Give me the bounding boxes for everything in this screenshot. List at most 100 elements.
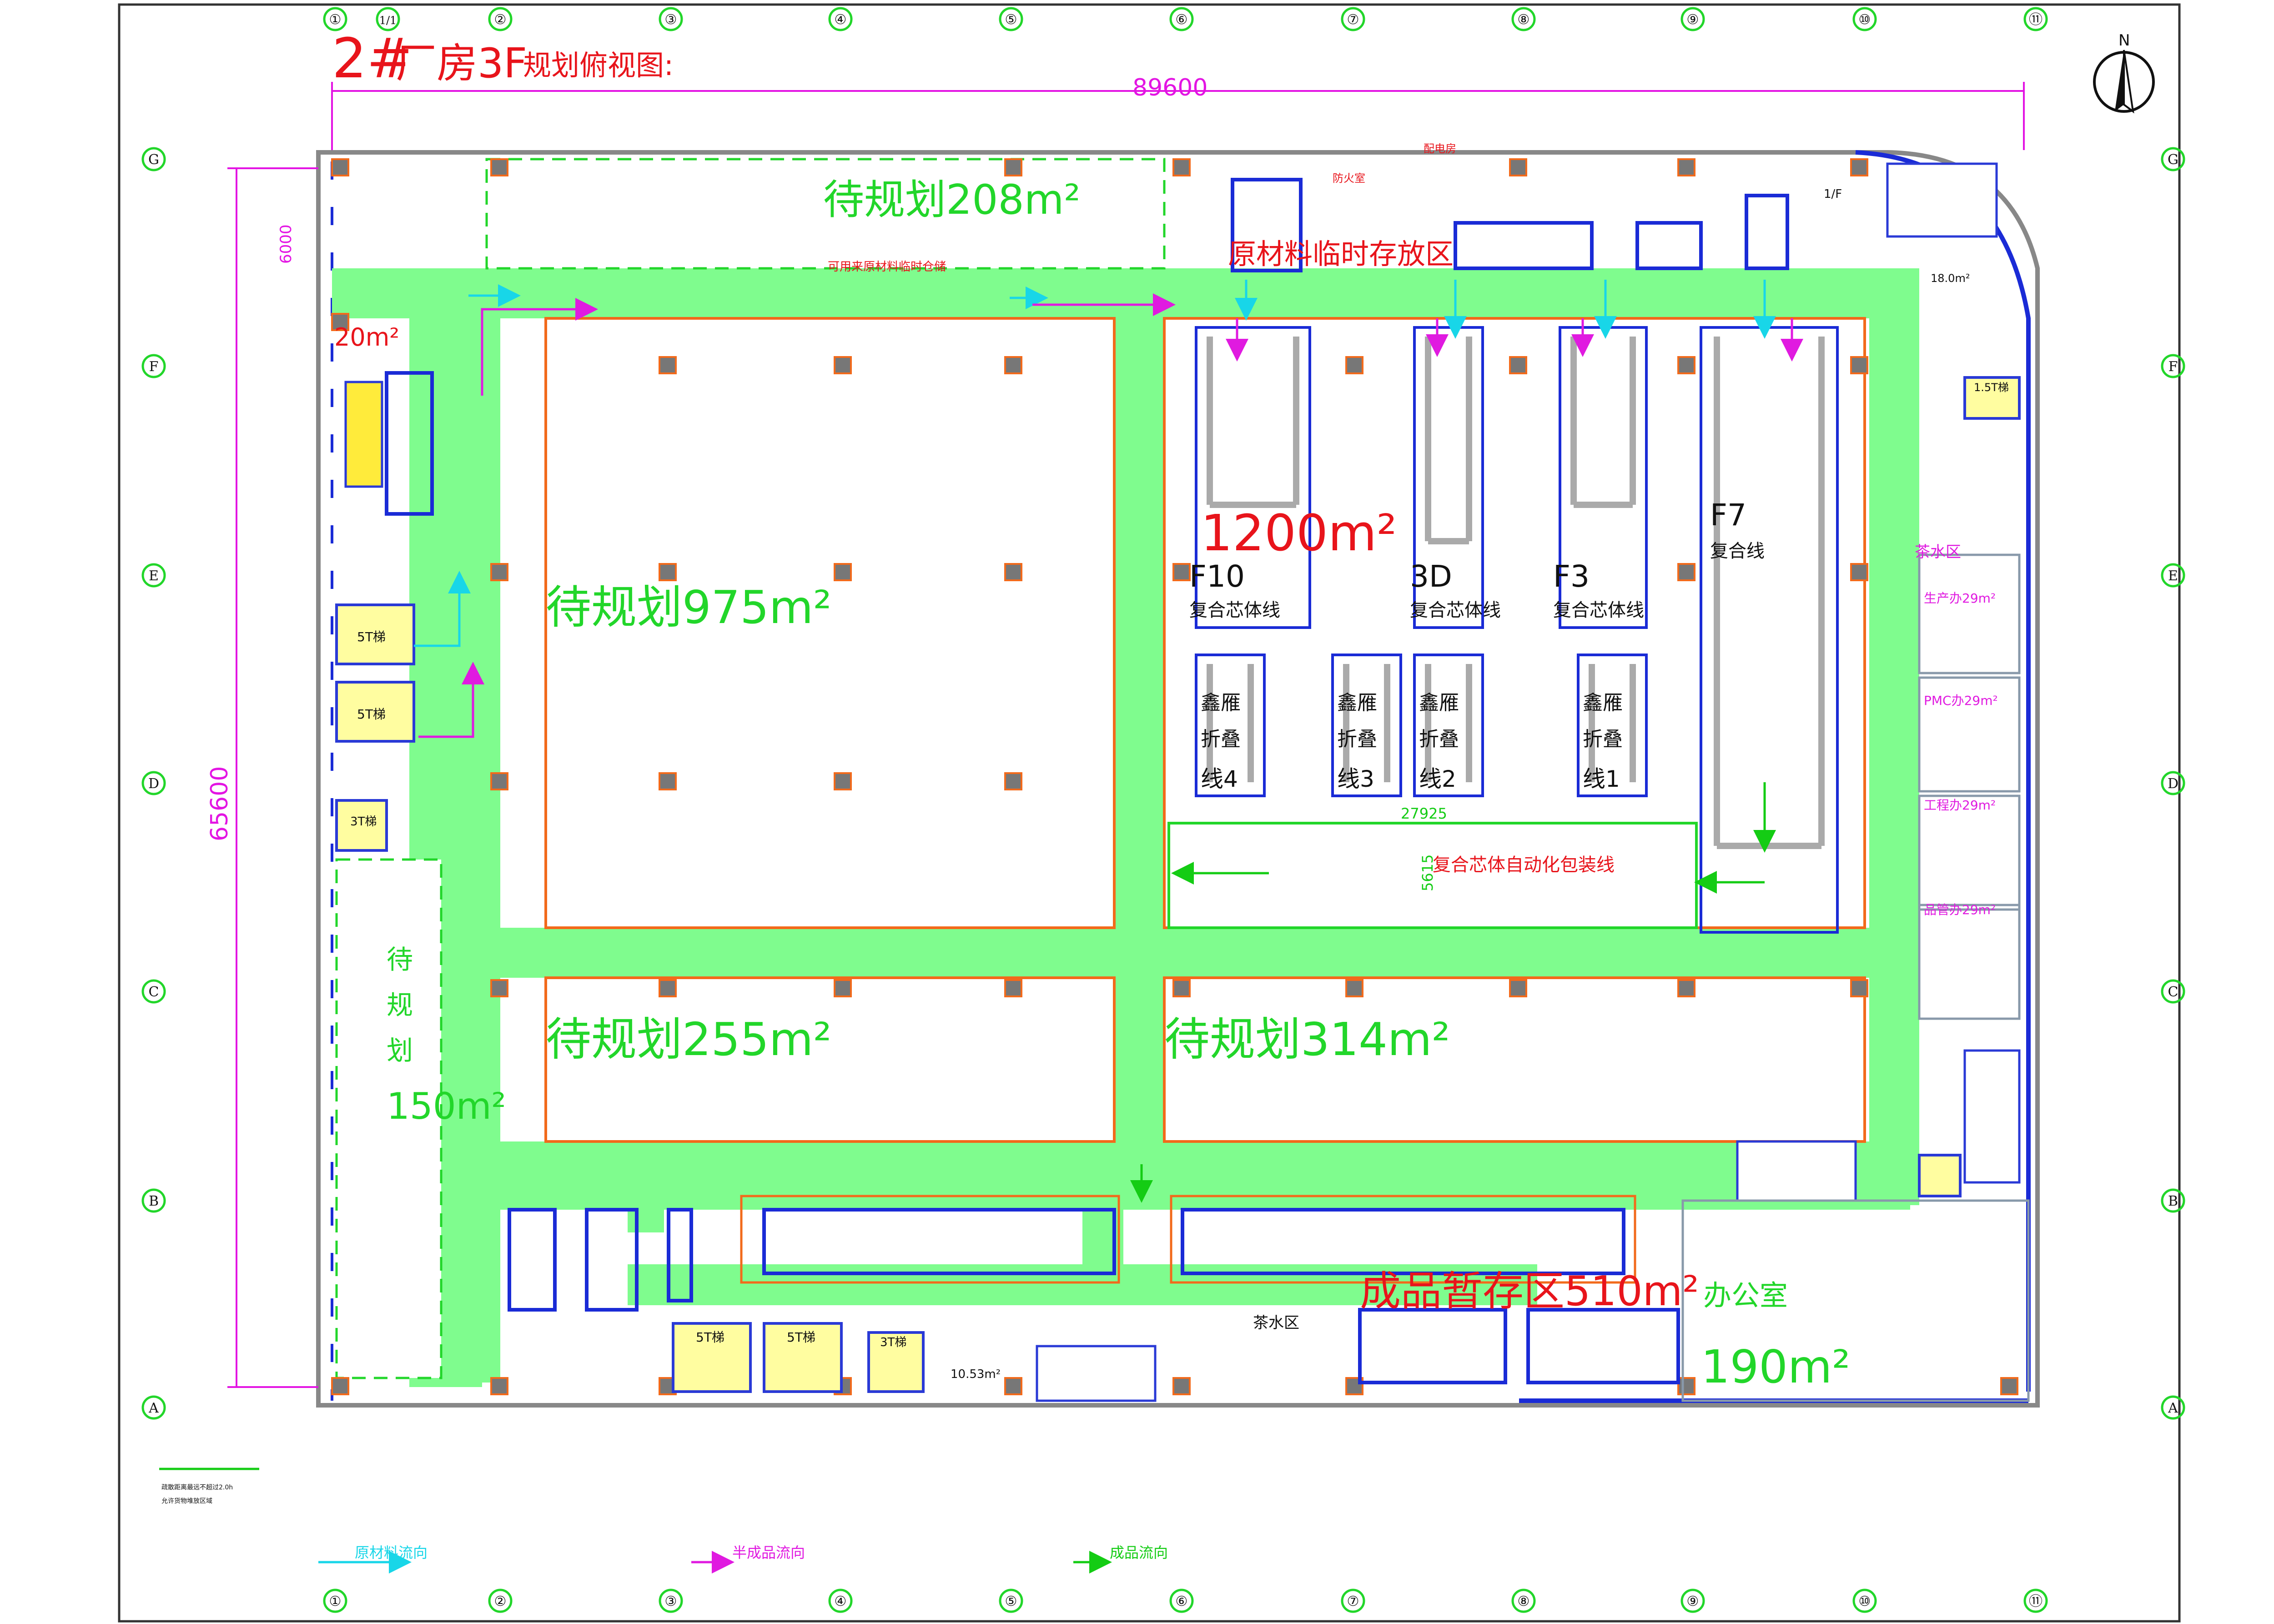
- zone-314-label: 待规划314m²: [1164, 1013, 1450, 1066]
- title-suffix: 规划俯视图:: [523, 49, 674, 82]
- row-b-right: B: [2168, 1193, 2178, 1209]
- legend-note2: 允许货物堆放区域: [161, 1497, 212, 1505]
- lift3t-1: 3T梯: [350, 815, 377, 829]
- tea-area-1: 茶水区: [1915, 543, 1961, 561]
- legend-raw: 原材料流向: [355, 1544, 428, 1561]
- zone-150-c: 划: [387, 1035, 413, 1066]
- legend-finished: 成品流向: [1110, 1544, 1168, 1561]
- colb-4: ④: [835, 1594, 847, 1609]
- eng-office: 工程办29m²: [1924, 798, 1996, 813]
- production-lines: [1195, 326, 1839, 934]
- colb-2: ②: [494, 1594, 507, 1609]
- fold2-c: 线2: [1419, 766, 1456, 792]
- lift5t-2: 5T梯: [357, 707, 386, 722]
- room-18: 18.0m²: [1931, 272, 1970, 285]
- colb-3: ③: [665, 1594, 677, 1609]
- area-1053: 10.53m²: [951, 1368, 1001, 1381]
- finished-flow-arrows: [1130, 782, 1776, 1203]
- row-c-left: C: [149, 984, 159, 1000]
- zone-208-label: 待规划208m²: [823, 176, 1081, 224]
- elevators: [335, 376, 2021, 1393]
- storage-racks: [385, 178, 1789, 1384]
- structural-columns: [331, 158, 2018, 1395]
- temp-store-label: 可用来原材料临时仓储: [828, 260, 946, 274]
- col-9: ⑨: [1687, 12, 1699, 28]
- zone-150-b: 规: [387, 990, 413, 1021]
- zone-314: [1163, 976, 1866, 1143]
- semi-flow-arrows: [418, 293, 1803, 738]
- lift5t-4: 5T梯: [787, 1330, 815, 1345]
- grid-axis-circles: [141, 7, 2185, 1613]
- line-f10: F10: [1189, 559, 1245, 594]
- lift3t-2: 3T梯: [880, 1336, 906, 1349]
- office-area-label: 190m²: [1701, 1340, 1850, 1393]
- row-c-right: C: [2168, 984, 2178, 1000]
- col-8: ⑧: [1518, 12, 1530, 28]
- fold3-c: 线3: [1337, 766, 1374, 792]
- lift5t-1: 5T梯: [357, 629, 386, 644]
- colb-1: ①: [329, 1594, 342, 1609]
- zone-255: [544, 976, 1116, 1143]
- colb-11: ⑪: [2029, 1594, 2043, 1609]
- zone-975-label: 待规划975m²: [546, 581, 831, 634]
- tea-area-2: 茶水区: [1253, 1314, 1299, 1332]
- fold3-b: 折叠: [1337, 728, 1377, 751]
- colb-9: ⑨: [1687, 1594, 1699, 1609]
- row-g-left: G: [148, 152, 159, 168]
- conveyor-rails: [1207, 337, 1825, 849]
- col-3: ③: [665, 12, 677, 28]
- col-11: ⑪: [2029, 12, 2043, 28]
- zone-20-label: 20m²: [334, 323, 399, 352]
- legend-semi: 半成品流向: [732, 1544, 805, 1561]
- title-main: 厂房3F: [396, 40, 527, 87]
- fold1-b: 折叠: [1583, 728, 1623, 751]
- fold2-b: 折叠: [1419, 728, 1459, 751]
- line-3d: 3D: [1410, 559, 1452, 594]
- row-d-right: D: [2168, 776, 2178, 792]
- zone-255-label: 待规划255m²: [546, 1013, 831, 1066]
- rack-outline-orange: [740, 1195, 1636, 1284]
- raw-flow-arrows: [414, 280, 1776, 647]
- fold4-a: 鑫雁: [1201, 691, 1241, 714]
- colb-8: ⑧: [1518, 1594, 1530, 1609]
- col-10: ⑩: [1859, 12, 1871, 28]
- zone-150-a: 待: [387, 944, 413, 975]
- stair-1f: 1/F: [1824, 187, 1842, 201]
- row-e-left: E: [149, 568, 159, 584]
- main-corridor: [332, 268, 1919, 1387]
- colb-6: ⑥: [1176, 1594, 1188, 1609]
- col-2: ②: [494, 12, 507, 28]
- dim-height: 65600: [206, 766, 233, 841]
- colb-10: ⑩: [1859, 1594, 1871, 1609]
- fold3-a: 鑫雁: [1337, 691, 1377, 714]
- legend-lines: [159, 1468, 1112, 1574]
- north-arrow-icon: [2093, 50, 2155, 114]
- raw-temp-label: 原材料临时存放区: [1228, 237, 1454, 271]
- col-1: ①: [329, 12, 342, 28]
- dim-line: 27925: [1401, 805, 1447, 822]
- row-f-right: F: [2168, 359, 2178, 375]
- sheet-frame: [118, 3, 2181, 1623]
- col-1-1: 1/1: [379, 14, 397, 27]
- fold4-b: 折叠: [1201, 728, 1241, 751]
- row-d-left: D: [148, 776, 159, 792]
- dim-line-h: 5615: [1419, 855, 1436, 891]
- store-b: 配电房: [1424, 142, 1456, 155]
- colb-5: ⑤: [1005, 1594, 1017, 1609]
- line-f10-sub: 复合芯体线: [1189, 600, 1280, 621]
- row-e-right: E: [2168, 568, 2178, 584]
- legend-note1: 疏散距离最远不超过2.0h: [161, 1483, 233, 1491]
- dim-width: 89600: [1132, 74, 1207, 101]
- dimension-lines: [227, 82, 2025, 1388]
- prod-office: 生产办29m²: [1924, 591, 1996, 606]
- zone-975: [544, 317, 1116, 929]
- row-a-right: A: [2168, 1400, 2178, 1416]
- line-f7-sub: 复合线: [1710, 541, 1765, 562]
- office-room: [1681, 1199, 2030, 1402]
- lift15t: 1.5T梯: [1974, 381, 2009, 394]
- lift5t-3: 5T梯: [696, 1330, 724, 1345]
- row-a-left: A: [148, 1400, 159, 1416]
- fold2-a: 鑫雁: [1419, 691, 1459, 714]
- right-offices: [1918, 553, 2021, 1020]
- auto-pack-label: 复合芯体自动化包装线: [1433, 855, 1615, 875]
